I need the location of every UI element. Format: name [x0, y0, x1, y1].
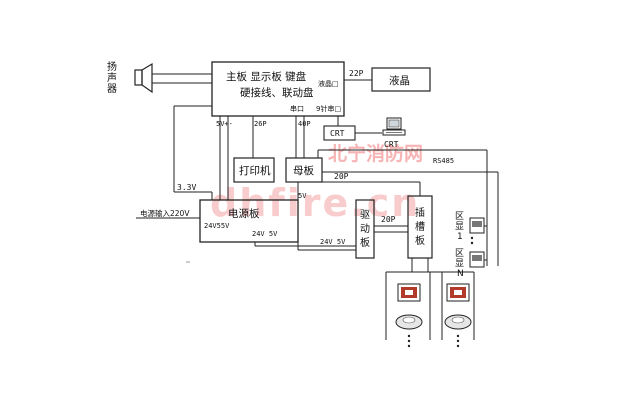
printer-box: 打印机: [233, 157, 275, 183]
slot-board-label-1: 插: [415, 206, 425, 219]
motherboard-pin-5v: 5V: [298, 192, 307, 200]
crt-box: CRT: [323, 125, 356, 141]
speaker-label-3: 器: [107, 83, 117, 95]
zone-display-1: 区 显 1: [455, 211, 487, 242]
main-board-pin-5v: 5V+-: [216, 120, 233, 128]
power-bus-label: 24V 5V: [320, 238, 346, 246]
speaker-label-1: 扬: [107, 60, 117, 73]
manual-call-point-1-icon: [397, 283, 421, 302]
zone-display-1-label-3: 1: [457, 232, 463, 242]
zone-display-1-label-2: 显: [455, 221, 464, 232]
motherboard-label: 母板: [293, 164, 314, 177]
slot-board-label-2: 槽: [415, 220, 425, 233]
continuation-dots: [407, 236, 474, 348]
main-board-line2: 硬接线、联动盘: [240, 86, 314, 99]
watermark-cn: 北宁消防网: [328, 142, 423, 165]
smoke-detector-2-icon: [444, 314, 472, 330]
speaker-label-2: 声: [107, 71, 117, 84]
main-board-port-lcd: 液晶□: [318, 79, 339, 88]
main-board-pin-26p: 26P: [254, 120, 267, 128]
power-board-out-right: 24V 5V: [252, 230, 278, 238]
zone-display-n: 区 显 N: [455, 248, 487, 279]
main-board-line1: 主板 显示板 键盘: [226, 70, 307, 83]
driver-board: 驱 动 板: [355, 199, 375, 259]
bus-20p-mid: 20P: [381, 215, 396, 224]
zone-display-1-label-1: 区: [455, 211, 464, 222]
power-input-label: 电源输入220V: [140, 208, 190, 218]
slot-board: 插 槽 板: [407, 195, 433, 259]
zone-display-n-label-3: N: [457, 269, 464, 279]
driver-board-label-1: 驱: [360, 209, 370, 221]
main-board-port-printer: 9针串□: [316, 104, 341, 113]
speaker-cone-icon: [141, 62, 153, 94]
power-board-label: 电源板: [228, 207, 260, 220]
printer-label: 打印机: [239, 164, 271, 177]
lcd-label: 液晶: [389, 74, 410, 87]
lcd-box: 液晶: [371, 67, 431, 92]
motherboard-box: 母板: [285, 157, 323, 183]
smoke-detector-1-icon: [395, 314, 423, 330]
bus-20p-top: 20P: [334, 172, 349, 181]
computer-icon: [382, 117, 406, 136]
watermark: 北宁消防网 dhfire.cn: [210, 142, 423, 225]
crt-box-label: CRT: [330, 129, 345, 138]
speaker-icon: [134, 69, 143, 86]
power-board: 电源板 24V55V 24V 5V: [199, 199, 299, 243]
driver-board-label-2: 动: [360, 223, 370, 235]
watermark-en: dhfire.cn: [210, 181, 420, 225]
lcd-connector: 22P: [349, 69, 364, 78]
manual-call-point-2-icon: [446, 283, 470, 302]
crt-computer-label: CRT: [384, 140, 399, 149]
rs485-label: RS485: [433, 157, 454, 165]
zone-display-n-label-1: 区: [455, 248, 464, 259]
power-3v3-label: 3.3V: [177, 183, 196, 192]
main-board: 主板 显示板 键盘 硬接线、联动盘 液晶□ 串口 9针串□ 5V+- 26P 4…: [211, 61, 345, 128]
power-board-out-left: 24V55V: [204, 222, 230, 230]
main-board-port-serial: 串口: [290, 105, 304, 113]
driver-board-label-3: 板: [360, 236, 370, 249]
speaker: 扬 声 器: [107, 60, 153, 95]
zone-display-n-label-2: 显: [455, 258, 464, 269]
slot-board-label-3: 板: [415, 234, 425, 247]
